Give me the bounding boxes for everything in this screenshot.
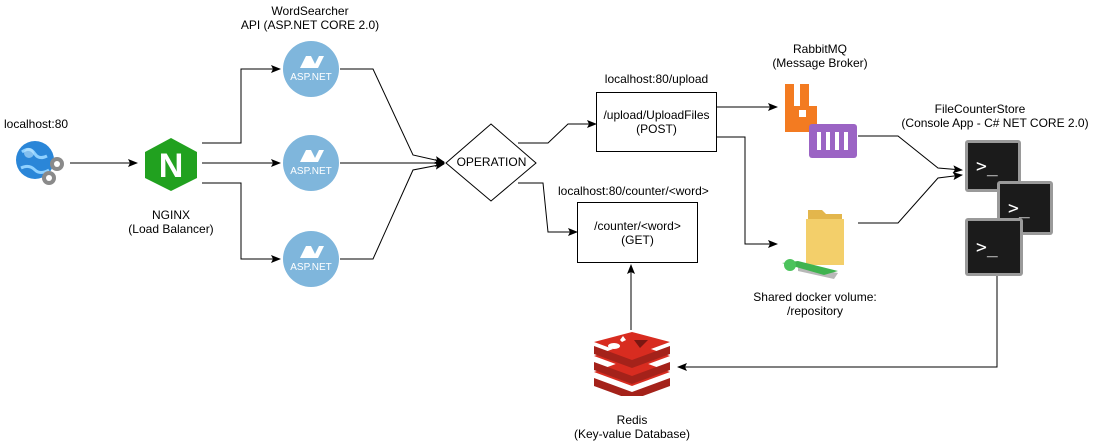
store-title: FileCounterStore <box>934 102 1026 116</box>
api-title: WordSearcher <box>271 4 349 18</box>
folder-icon[interactable] <box>778 205 850 280</box>
svg-text:>_: >_ <box>976 237 998 258</box>
console-icon: >_ <box>965 218 1023 276</box>
edge-operation-counter <box>518 182 578 236</box>
globe-gear-icon[interactable] <box>12 138 70 190</box>
edge-upload-folder <box>717 136 778 248</box>
svg-text:>_: >_ <box>976 156 998 177</box>
edge-rabbit-console <box>858 135 963 174</box>
aspnet-icon[interactable]: ASP.NET <box>282 230 340 288</box>
shared-volume-path: /repository <box>786 304 844 318</box>
aspnet-icon[interactable]: ASP.NET <box>282 40 340 98</box>
redis-subtitle: (Key-value Database) <box>573 427 691 441</box>
edge-api3-operation <box>340 161 445 260</box>
rabbitmq-icon[interactable] <box>783 80 861 160</box>
svg-text:ASP.NET: ASP.NET <box>290 262 332 273</box>
edge-console-redis <box>677 276 998 371</box>
operation-diamond[interactable] <box>445 123 538 203</box>
nginx-icon[interactable]: N <box>140 136 202 192</box>
svg-text:ASP.NET: ASP.NET <box>290 166 332 177</box>
redis-title: Redis <box>616 413 648 427</box>
counter-endpoint-box[interactable]: /counter/<word> (GET) <box>577 202 698 263</box>
edge-folder-console <box>858 172 963 224</box>
aspnet-icon[interactable]: ASP.NET <box>282 134 340 192</box>
svg-text:ASP.NET: ASP.NET <box>290 72 332 83</box>
edge-operation-upload <box>518 120 597 144</box>
svg-text:>_: >_ <box>1008 198 1030 219</box>
rabbitmq-title: RabbitMQ <box>792 42 848 56</box>
store-subtitle: (Console App - C# NET CORE 2.0) <box>901 116 1089 130</box>
shared-volume-title: Shared docker volume: <box>753 290 877 304</box>
localhost-label: localhost:80 <box>4 117 69 131</box>
edge-api1-operation <box>340 68 445 164</box>
upload-endpoint-box[interactable]: /upload/UploadFiles (POST) <box>596 92 717 152</box>
counter-endpoint-path: /counter/<word> <box>594 218 681 233</box>
operation-label: OPERATION <box>456 155 527 169</box>
svg-text:N: N <box>159 147 184 185</box>
edge-nginx-api1 <box>202 65 281 144</box>
counter-endpoint-method: (GET) <box>621 232 654 247</box>
upload-url-label: localhost:80/upload <box>604 72 709 86</box>
upload-endpoint-method: (POST) <box>636 122 677 136</box>
upload-endpoint-path: /upload/UploadFiles <box>603 108 710 122</box>
edge-nginx-api3 <box>202 182 281 263</box>
rabbitmq-subtitle: (Message Broker) <box>772 56 868 70</box>
api-subtitle: API (ASP.NET CORE 2.0) <box>240 18 380 32</box>
redis-icon[interactable] <box>592 332 672 396</box>
console-icon: >_ <box>965 140 1021 192</box>
nginx-title: NGINX <box>151 208 190 222</box>
counter-url-label: localhost:80/counter/<word> <box>558 184 709 198</box>
nginx-subtitle: (Load Balancer) <box>128 222 214 236</box>
console-stack: >_ >_ >_ <box>965 140 1053 276</box>
